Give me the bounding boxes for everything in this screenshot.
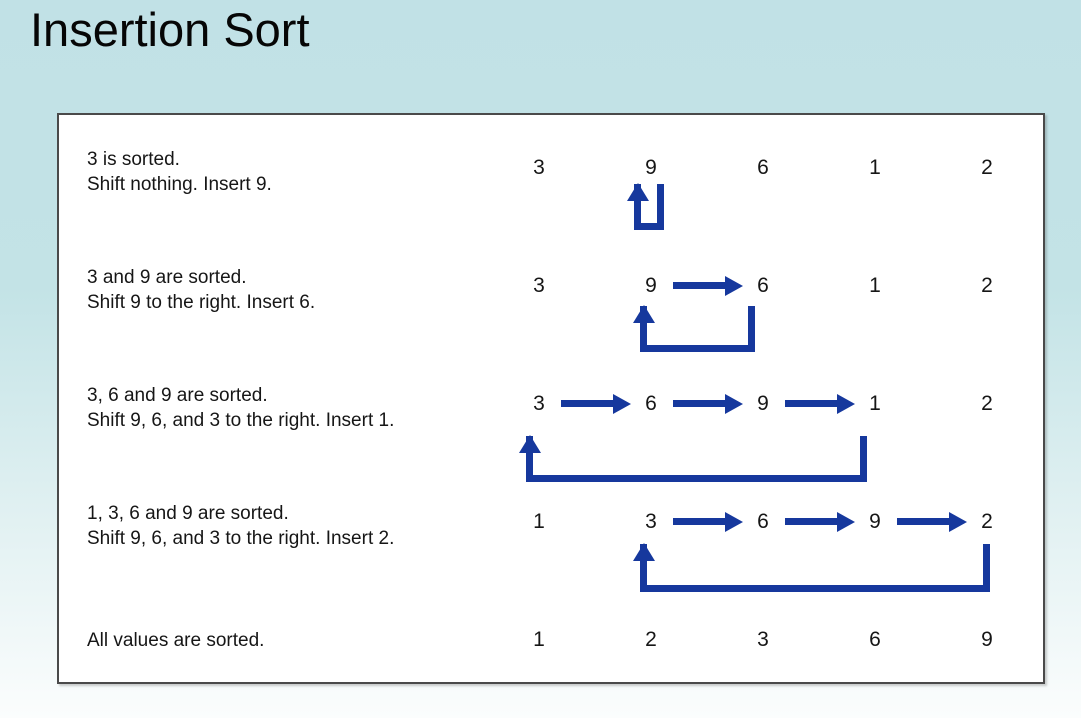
step-row-1: 3 is sorted. Shift nothing. Insert 9. 3 … <box>59 115 1043 233</box>
array-value: 1 <box>869 156 881 179</box>
step-caption: 3 and 9 are sorted. Shift 9 to the right… <box>87 265 315 315</box>
shift-right-arrow-icon <box>897 511 967 532</box>
array-value: 6 <box>645 392 657 415</box>
step-caption: 1, 3, 6 and 9 are sorted. Shift 9, 6, an… <box>87 501 394 551</box>
array-value: 3 <box>757 628 769 651</box>
insert-arrow-icon <box>627 183 664 230</box>
caption-line: 3 and 9 are sorted. <box>87 267 247 288</box>
insert-arrow-icon <box>633 305 755 352</box>
array-value: 9 <box>757 392 769 415</box>
array-value: 3 <box>533 156 545 179</box>
array-value: 9 <box>645 274 657 297</box>
diagram-frame: 3 is sorted. Shift nothing. Insert 9. 3 … <box>57 113 1045 684</box>
shift-right-arrow-icon <box>673 275 743 296</box>
step-row-4: 1, 3, 6 and 9 are sorted. Shift 9, 6, an… <box>59 469 1043 592</box>
caption-line: Shift 9 to the right. Insert 6. <box>87 292 316 313</box>
slide-title: Insertion Sort <box>30 3 310 56</box>
array-value: 3 <box>533 274 545 297</box>
shift-right-arrow-icon <box>561 393 631 414</box>
shift-right-arrow-icon <box>673 393 743 414</box>
array-value: 9 <box>645 156 657 179</box>
step-row-5: All values are sorted. 1 2 3 6 9 <box>59 587 1043 705</box>
caption-line: 3 is sorted. <box>87 149 180 170</box>
caption-line: 3, 6 and 9 are sorted. <box>87 385 268 406</box>
array-value: 1 <box>533 510 545 533</box>
caption-line: 1, 3, 6 and 9 are sorted. <box>87 503 289 524</box>
array-value: 2 <box>981 510 993 533</box>
array-value: 9 <box>981 628 993 651</box>
step-row-3: 3, 6 and 9 are sorted. Shift 9, 6, and 3… <box>59 351 1043 482</box>
array-value: 2 <box>645 628 657 651</box>
array-value: 3 <box>645 510 657 533</box>
array-value: 2 <box>981 156 993 179</box>
array-value: 9 <box>869 510 881 533</box>
caption-line: Shift 9, 6, and 3 to the right. Insert 2… <box>87 528 395 549</box>
array-value: 2 <box>981 392 993 415</box>
step-caption: All values are sorted. <box>87 628 264 653</box>
shift-right-arrow-icon <box>785 393 855 414</box>
step-caption: 3, 6 and 9 are sorted. Shift 9, 6, and 3… <box>87 383 394 433</box>
array-value: 6 <box>757 274 769 297</box>
insert-arrow-icon <box>633 543 990 592</box>
array-value: 6 <box>757 156 769 179</box>
array-value: 6 <box>869 628 881 651</box>
array-value: 1 <box>533 628 545 651</box>
caption-line: Shift 9, 6, and 3 to the right. Insert 1… <box>87 410 395 431</box>
insert-arrow-icon <box>519 435 867 482</box>
array-value: 6 <box>757 510 769 533</box>
step-caption: 3 is sorted. Shift nothing. Insert 9. <box>87 147 272 197</box>
caption-line: Shift nothing. Insert 9. <box>87 174 272 195</box>
shift-right-arrow-icon <box>785 511 855 532</box>
shift-right-arrow-icon <box>673 511 743 532</box>
array-value: 3 <box>533 392 545 415</box>
array-value: 1 <box>869 274 881 297</box>
step-row-2: 3 and 9 are sorted. Shift 9 to the right… <box>59 233 1043 352</box>
array-value: 1 <box>869 392 881 415</box>
array-value: 2 <box>981 274 993 297</box>
caption-line: All values are sorted. <box>87 630 265 651</box>
